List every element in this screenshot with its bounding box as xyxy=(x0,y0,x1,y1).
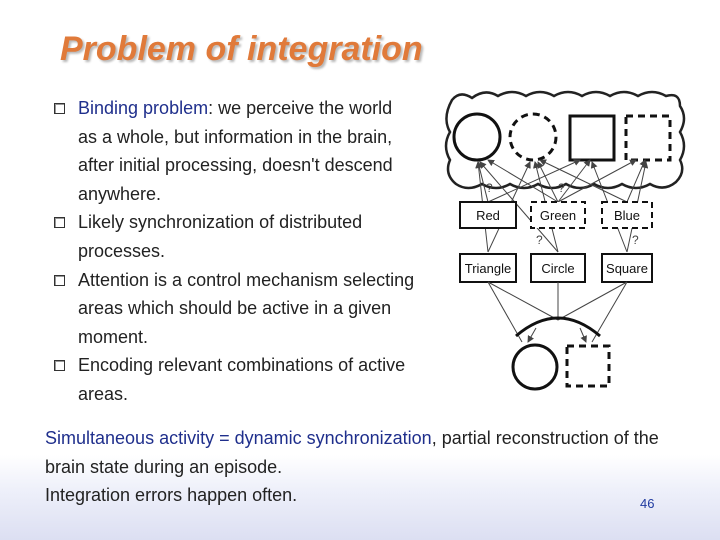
arrow xyxy=(579,327,587,343)
bullet-item: Binding problem: we perceive the world a… xyxy=(46,94,416,208)
arrow xyxy=(557,159,591,203)
node-label-blue: Blue xyxy=(614,208,640,223)
convergence-line xyxy=(557,281,628,321)
node-label-square: Square xyxy=(606,261,648,276)
arrow xyxy=(479,161,559,253)
summary-line2: Integration errors happen often. xyxy=(45,485,298,506)
output-circle-shape xyxy=(511,343,559,391)
checkbox-bullet-icon xyxy=(54,217,65,229)
convergence-line xyxy=(591,281,628,343)
node-box-red xyxy=(459,201,517,229)
page-number: 46 xyxy=(640,496,655,511)
node-box-blue xyxy=(601,201,653,229)
arrow xyxy=(537,161,559,203)
bullet-list: Binding problem: we perceive the world a… xyxy=(46,94,416,409)
node-box-green xyxy=(530,201,586,229)
question-mark: ? xyxy=(536,233,543,247)
solid-square-shape xyxy=(568,114,616,162)
node-label-red: Red xyxy=(476,208,500,223)
solid-circle-shape xyxy=(452,112,502,162)
arrow xyxy=(487,159,559,203)
bullet-item: Attention is a control mechanism selecti… xyxy=(46,266,416,352)
question-mark: ? xyxy=(632,233,639,247)
node-box-circle xyxy=(530,253,586,283)
checkbox-bullet-icon xyxy=(54,360,65,372)
convergence-line xyxy=(487,281,523,343)
slide-title: Problem of integration xyxy=(60,30,423,68)
node-label-triangle: Triangle xyxy=(465,261,511,276)
summary-rest: , partial reconstruction of the brain st… xyxy=(45,428,659,477)
arrow xyxy=(539,159,628,203)
bullet-item: Likely synchronization of distributed pr… xyxy=(46,208,416,265)
bullet-text: : we perceive the world as a whole, but … xyxy=(78,98,393,204)
bullet-highlight: Binding problem xyxy=(78,98,209,118)
question-mark: ? xyxy=(558,181,565,195)
bullet-text: Encoding relevant combinations of active… xyxy=(78,355,406,404)
dashed-circle-shape xyxy=(508,112,558,162)
node-label-green: Green xyxy=(540,208,576,223)
node-box-triangle xyxy=(459,253,517,283)
binding-diagram: ? ? ? ? Red Green Blue Triangle Circle S… xyxy=(444,90,686,391)
arrow xyxy=(487,159,581,203)
bullet-item: Encoding relevant combinations of active… xyxy=(46,351,416,408)
checkbox-bullet-icon xyxy=(54,274,65,286)
checkbox-bullet-icon xyxy=(54,103,65,114)
summary-text: Simultaneous activity = dynamic synchron… xyxy=(45,424,685,510)
node-box-square xyxy=(601,253,653,283)
question-mark: ? xyxy=(486,181,493,195)
dashed-square-shape xyxy=(624,114,672,162)
cloud-outline xyxy=(444,90,686,190)
bullet-text: Attention is a control mechanism selecti… xyxy=(78,269,415,347)
convergence-line xyxy=(487,281,559,321)
node-label-circle: Circle xyxy=(541,261,574,276)
arrow xyxy=(527,327,537,343)
output-dashed-square-shape xyxy=(565,344,611,388)
binding-arc xyxy=(515,316,601,338)
bullet-text: Likely synchronization of distributed pr… xyxy=(78,212,363,261)
summary-highlight: Simultaneous activity = dynamic synchron… xyxy=(45,428,432,448)
arrow xyxy=(557,159,637,203)
